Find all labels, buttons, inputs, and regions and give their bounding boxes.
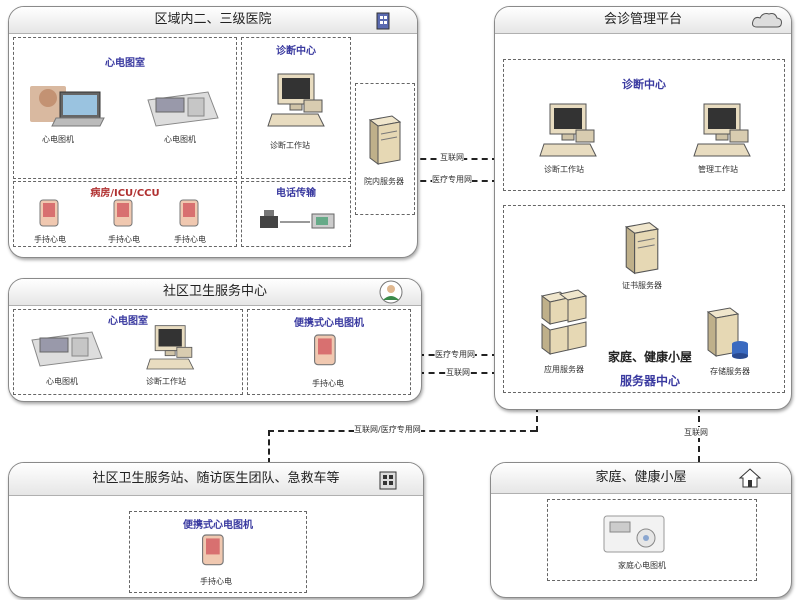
community-ecg-room-box: 心电图室 心电图机 诊断工作站 xyxy=(13,309,243,395)
platform-title: 会诊管理平台 xyxy=(495,7,791,34)
hospital-handheld-2-caption: 手持心电 xyxy=(108,235,140,244)
hospital-ward-title: 病房/ICU/CCU xyxy=(90,188,160,199)
hospital-ecg-room-title: 心电图室 xyxy=(105,58,145,69)
phone-transfer-icon xyxy=(260,210,335,229)
handheld-ecg-icon xyxy=(179,199,199,227)
platform-server-center-title: 服务器中心 xyxy=(620,374,681,388)
station-title: 社区卫生服务站、随访医生团队、急救车等 xyxy=(9,463,423,496)
station-portable-title: 便携式心电图机 xyxy=(183,520,253,531)
home-ecg-box: 家庭心电图机 xyxy=(547,499,757,581)
server-rack-icon xyxy=(540,289,588,355)
hospital-diagnosis-title: 诊断中心 xyxy=(276,46,316,57)
handheld-ecg-icon xyxy=(202,534,224,566)
platform-home-health-label: 家庭、健康小屋 xyxy=(608,350,693,364)
cloud-icon xyxy=(752,13,782,28)
hospital-title: 区域内二、三级医院 xyxy=(9,7,417,34)
hospital-building-icon xyxy=(376,12,390,30)
community-ecg-machine-caption: 心电图机 xyxy=(46,377,78,386)
hospital-ward-box: 病房/ICU/CCU 手持心电 手持心电 手持心电 xyxy=(13,181,237,247)
label-medical-net-2: 医疗专用网 xyxy=(435,349,475,360)
hospital-server-caption: 院内服务器 xyxy=(364,177,404,186)
hospital-handheld-1-caption: 手持心电 xyxy=(34,235,66,244)
platform-diagnosis-workstation-caption: 诊断工作站 xyxy=(544,165,584,174)
house-icon xyxy=(738,468,762,488)
community-portable-box: 便携式心电图机 手持心电 xyxy=(247,309,411,395)
platform-app-server-caption: 应用服务器 xyxy=(544,365,584,374)
ecg-machine-icon xyxy=(31,331,103,367)
home-ecg-device-icon xyxy=(603,515,665,553)
label-medical-net-1: 医疗专用网 xyxy=(432,174,472,185)
hospital-ecg-machine-1-caption: 心电图机 xyxy=(42,135,74,144)
home-ecg-caption: 家庭心电图机 xyxy=(618,561,666,570)
platform-management-workstation-caption: 管理工作站 xyxy=(698,165,738,174)
hospital-diagnosis-box: 诊断中心 诊断工作站 xyxy=(241,37,351,179)
hospital-server-box: 院内服务器 xyxy=(355,83,415,215)
label-internet-medical: 互联网/医疗专用网 xyxy=(354,424,421,435)
community-title: 社区卫生服务中心 xyxy=(9,279,421,306)
handheld-ecg-icon xyxy=(113,199,133,227)
label-internet-2: 互联网 xyxy=(446,367,470,378)
platform-diagnosis-box: 诊断中心 诊断工作站 管理工作站 xyxy=(503,59,785,191)
workstation-icon xyxy=(539,103,597,157)
platform-storage-server-caption: 存储服务器 xyxy=(710,367,750,376)
community-panel: 社区卫生服务中心 心电图室 心电图机 诊断工作站 便携式心电图机 手持心电 xyxy=(8,278,422,402)
home-panel: 家庭、健康小屋 家庭心电图机 xyxy=(490,462,792,598)
handheld-ecg-icon xyxy=(314,334,336,366)
community-handheld-caption: 手持心电 xyxy=(312,379,344,388)
hospital-ecg-machine-2-caption: 心电图机 xyxy=(164,135,196,144)
hospital-phone-title: 电话传输 xyxy=(276,188,316,199)
ecg-machine-laptop-icon xyxy=(30,86,105,127)
platform-panel: 会诊管理平台 诊断中心 诊断工作站 管理工作站 xyxy=(494,6,792,410)
storage-server-icon xyxy=(706,307,748,359)
server-icon xyxy=(368,115,402,165)
hospital-diagnosis-workstation-caption: 诊断工作站 xyxy=(270,141,310,150)
community-portable-title: 便携式心电图机 xyxy=(294,318,364,329)
doctor-icon xyxy=(379,280,403,304)
hospital-phone-box: 电话传输 xyxy=(241,181,351,247)
station-portable-box: 便携式心电图机 手持心电 xyxy=(129,511,307,593)
label-internet-1: 互联网 xyxy=(440,152,464,163)
link-station-platform-right xyxy=(536,406,538,432)
workstation-icon xyxy=(146,325,195,370)
handheld-ecg-icon xyxy=(39,199,59,227)
hospital-handheld-3-caption: 手持心电 xyxy=(174,235,206,244)
ecg-machine-icon xyxy=(147,91,219,127)
link-station-platform-left xyxy=(268,430,270,464)
station-panel: 社区卫生服务站、随访医生团队、急救车等 便携式心电图机 手持心电 xyxy=(8,462,424,598)
label-internet-3: 互联网 xyxy=(684,427,708,438)
platform-cert-server-caption: 证书服务器 xyxy=(622,281,662,290)
hospital-panel: 区域内二、三级医院 心电图室 心电图机 心电图机 诊断中心 诊断工作站 xyxy=(8,6,418,258)
building-icon xyxy=(379,471,397,490)
workstation-icon xyxy=(693,103,751,157)
platform-server-box: 证书服务器 应用服务器 家庭、健康小屋 存储服务器 服务器中心 xyxy=(503,205,785,393)
community-ecg-room-title: 心电图室 xyxy=(108,316,148,327)
workstation-icon xyxy=(267,73,325,127)
community-diagnosis-workstation-caption: 诊断工作站 xyxy=(146,377,186,386)
server-icon xyxy=(624,222,660,275)
platform-diagnosis-title: 诊断中心 xyxy=(622,78,666,91)
hospital-ecg-room-box: 心电图室 心电图机 心电图机 xyxy=(13,37,237,179)
station-handheld-caption: 手持心电 xyxy=(200,577,232,586)
